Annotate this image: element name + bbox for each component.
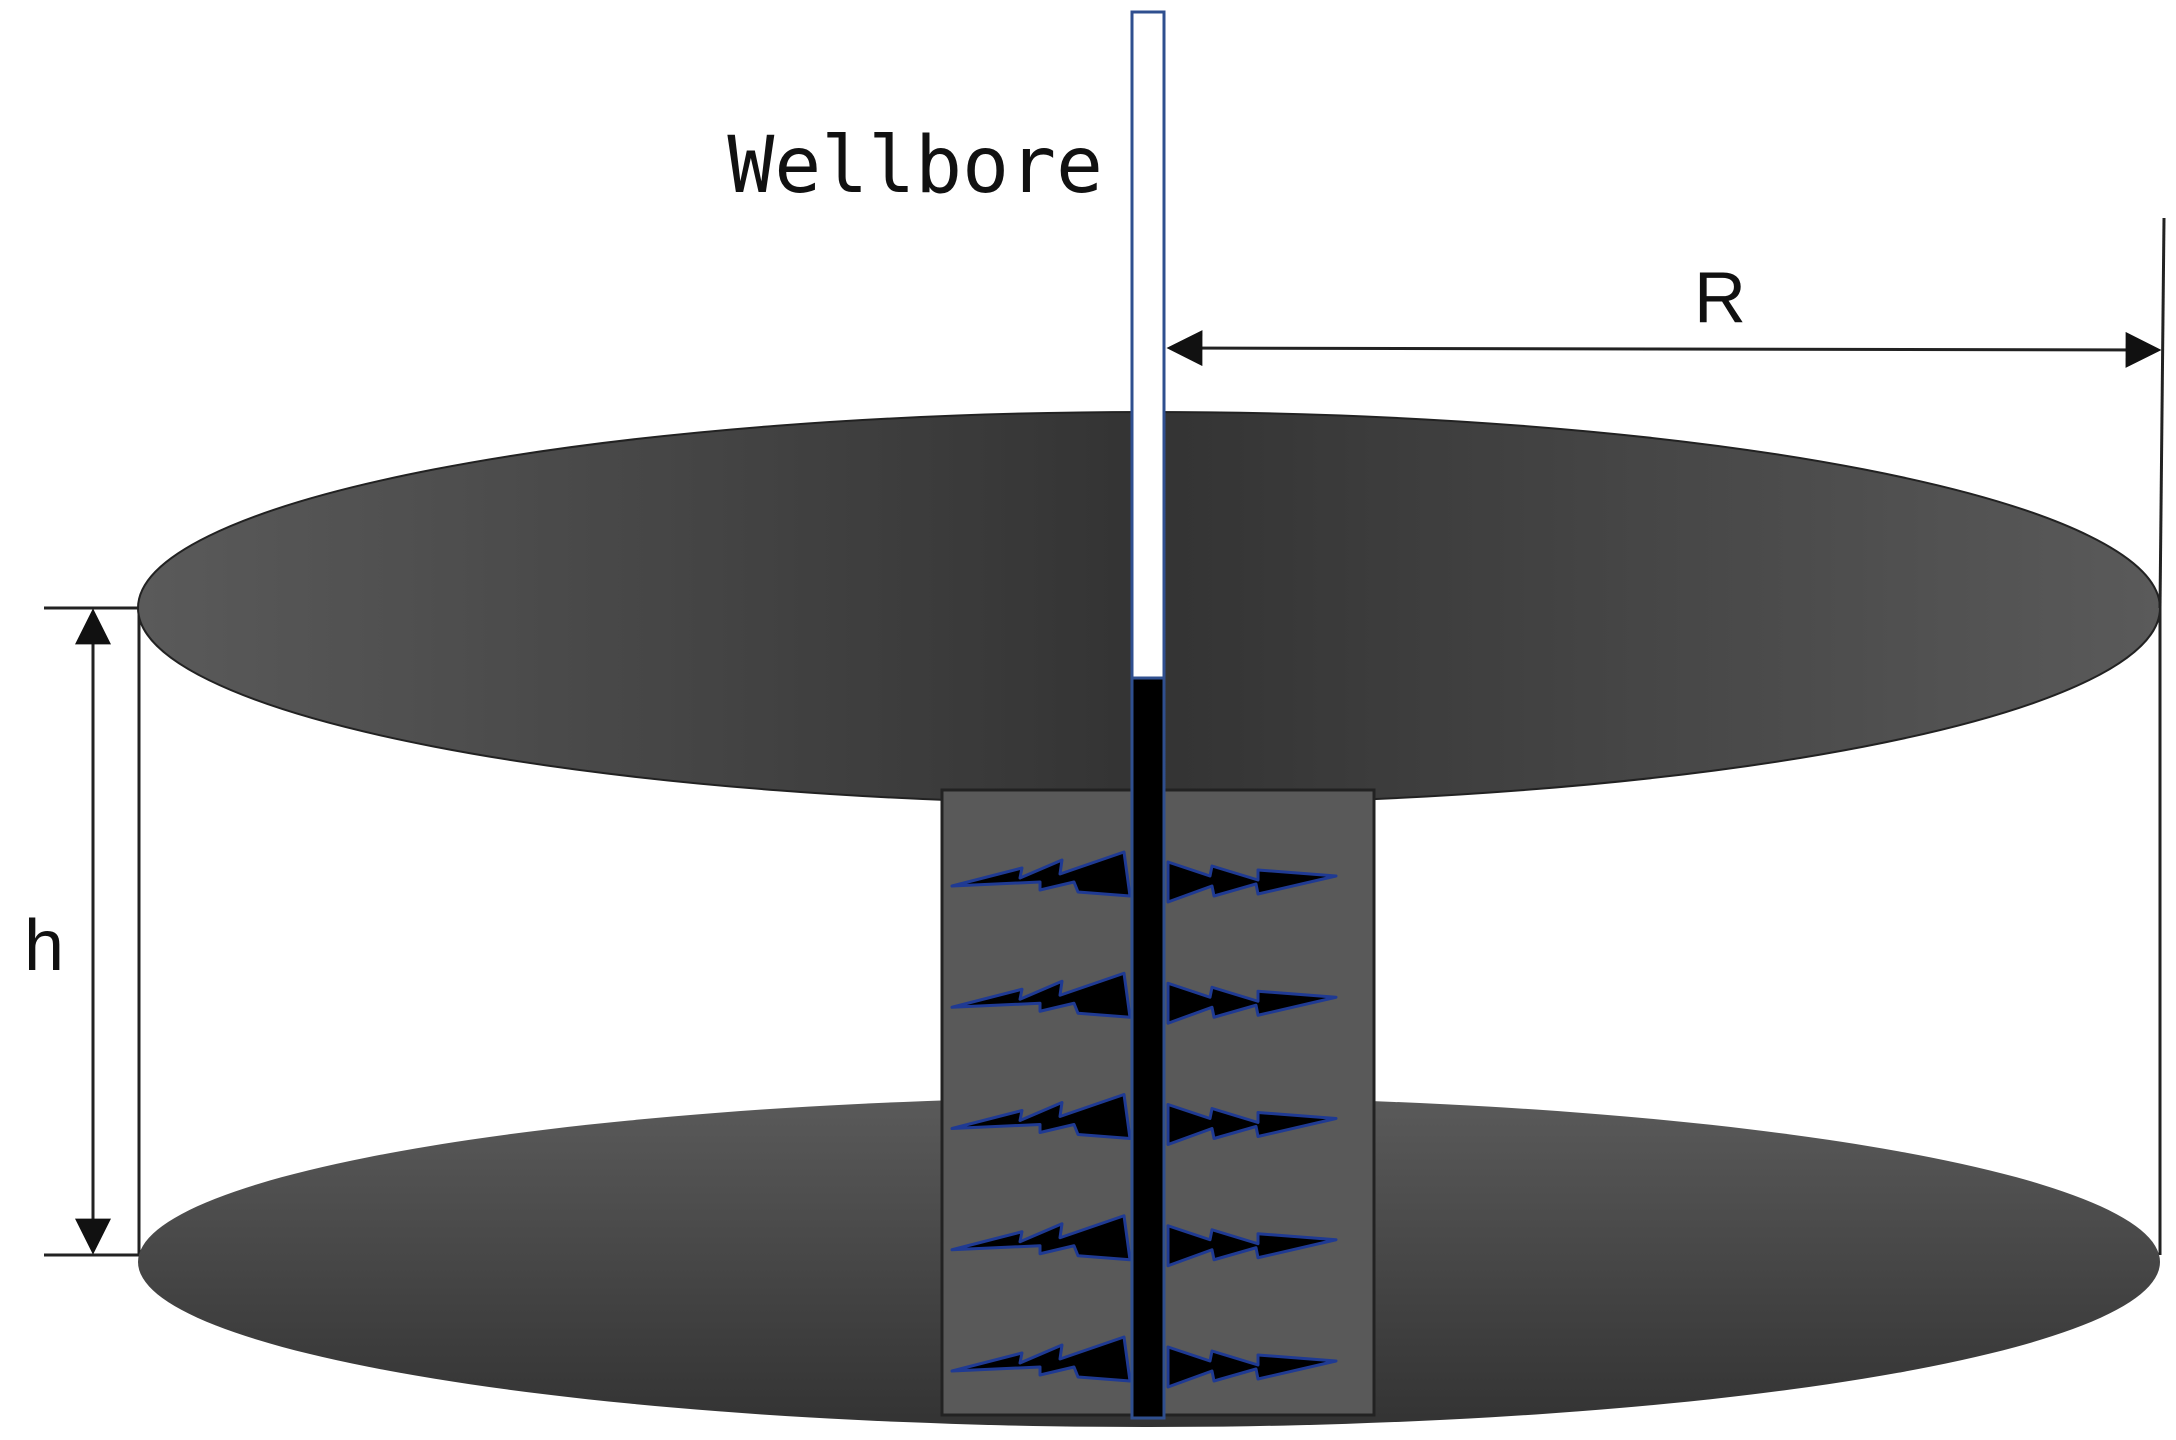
- fracture-left-1: [950, 850, 1132, 898]
- radius-extension-line: [2158, 217, 2166, 609]
- fracture-right-2: [1166, 981, 1338, 1025]
- fracture-left-4: [950, 1214, 1132, 1262]
- wellbore-lower: [1130, 676, 1166, 1420]
- fracture-right-1: [1166, 860, 1338, 904]
- fracture-group: [950, 850, 1338, 1389]
- fracture-right-4: [1166, 1224, 1338, 1268]
- radius-label: R: [1694, 258, 1746, 338]
- fracture-right-3: [1166, 1103, 1338, 1146]
- fracture-left-2: [950, 971, 1132, 1019]
- fracture-right-5: [1166, 1345, 1338, 1389]
- fracture-left-5: [950, 1335, 1132, 1383]
- wellbore-label: Wellbore: [727, 121, 1103, 211]
- radius-dimension-arrow: [1166, 330, 2162, 368]
- fracture-left-3: [950, 1093, 1132, 1140]
- height-label: h: [24, 906, 64, 986]
- wellbore-upper: [1130, 10, 1166, 682]
